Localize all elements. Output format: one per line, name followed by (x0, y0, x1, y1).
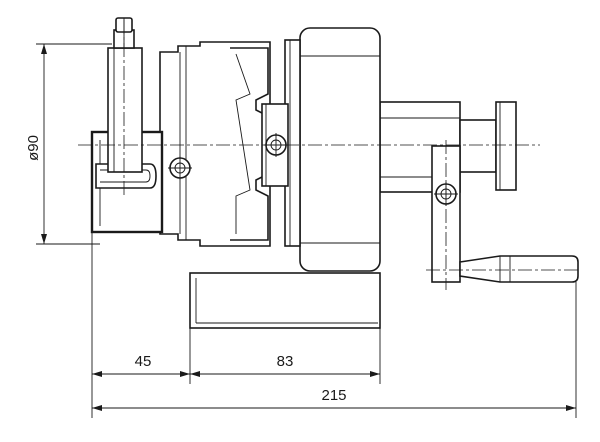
chuck-body (159, 41, 289, 247)
main-housing (284, 27, 381, 272)
tool-post (90, 17, 192, 234)
dimension-215-label: 215 (321, 387, 346, 404)
dimension-45-label: 45 (135, 353, 152, 370)
crank-assembly (379, 101, 579, 283)
diameter-label: ø90 (25, 135, 42, 161)
base-block (189, 272, 381, 329)
dimension-lines-bottom: 45 83 215 (91, 232, 577, 418)
dimension-diameter: ø90 (25, 43, 112, 245)
center-lines (78, 20, 578, 290)
dimension-83-label: 83 (277, 353, 294, 370)
